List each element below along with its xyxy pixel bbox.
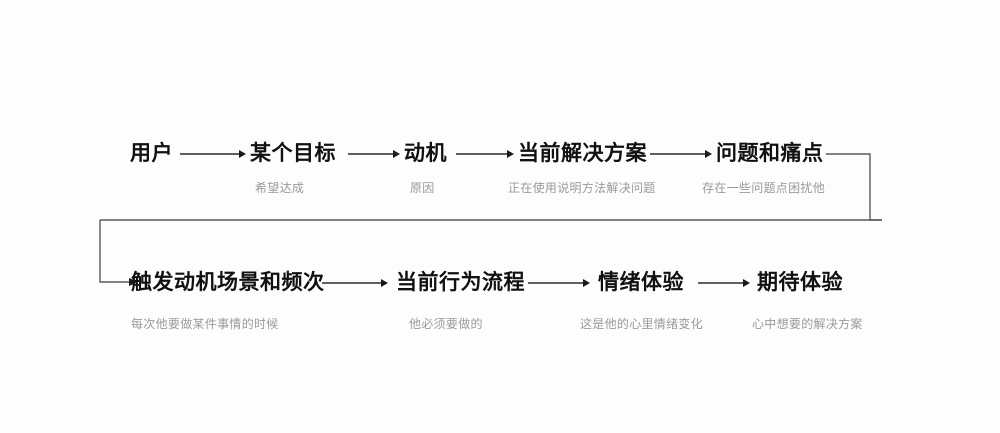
flow-caption-problems-painpoints: 存在一些问题点困扰他 — [702, 181, 826, 195]
flow-node-trigger-scene-frequency[interactable]: 触发动机场景和频次 — [131, 271, 325, 294]
flow-node-problems-painpoints[interactable]: 问题和痛点 — [716, 142, 824, 165]
arrow-right-icon — [456, 150, 514, 158]
wrap-around-connector-horizontal-icon — [100, 219, 882, 221]
arrow-right-icon — [698, 279, 750, 287]
flow-node-current-behavior-flow[interactable]: 当前行为流程 — [396, 271, 525, 294]
wrap-around-connector-left-icon — [99, 220, 138, 286]
flow-node-emotional-experience[interactable]: 情绪体验 — [598, 271, 684, 294]
flow-caption-goal: 希望达成 — [255, 181, 305, 195]
flow-node-current-solution[interactable]: 当前解决方案 — [518, 142, 647, 165]
arrow-right-icon — [650, 150, 712, 158]
flow-caption-expected-experience: 心中想要的解决方案 — [752, 317, 863, 331]
flow-node-goal[interactable]: 某个目标 — [250, 142, 336, 165]
arrow-right-icon — [180, 150, 246, 158]
flow-node-expected-experience[interactable]: 期待体验 — [757, 271, 843, 294]
flow-caption-trigger-scene-frequency: 每次他要做某件事情的时候 — [131, 317, 279, 331]
arrow-right-icon — [528, 279, 590, 287]
flow-caption-current-solution: 正在使用说明方法解决问题 — [508, 181, 656, 195]
flow-caption-motivation: 原因 — [410, 181, 435, 195]
flow-node-motivation[interactable]: 动机 — [404, 142, 447, 165]
arrow-right-icon — [348, 150, 400, 158]
flow-caption-emotional-experience: 这是他的心里情绪变化 — [580, 317, 704, 331]
flow-node-user[interactable]: 用户 — [130, 142, 173, 165]
flow-caption-current-behavior-flow: 他必须要做的 — [409, 317, 483, 331]
arrow-right-icon — [322, 279, 388, 287]
